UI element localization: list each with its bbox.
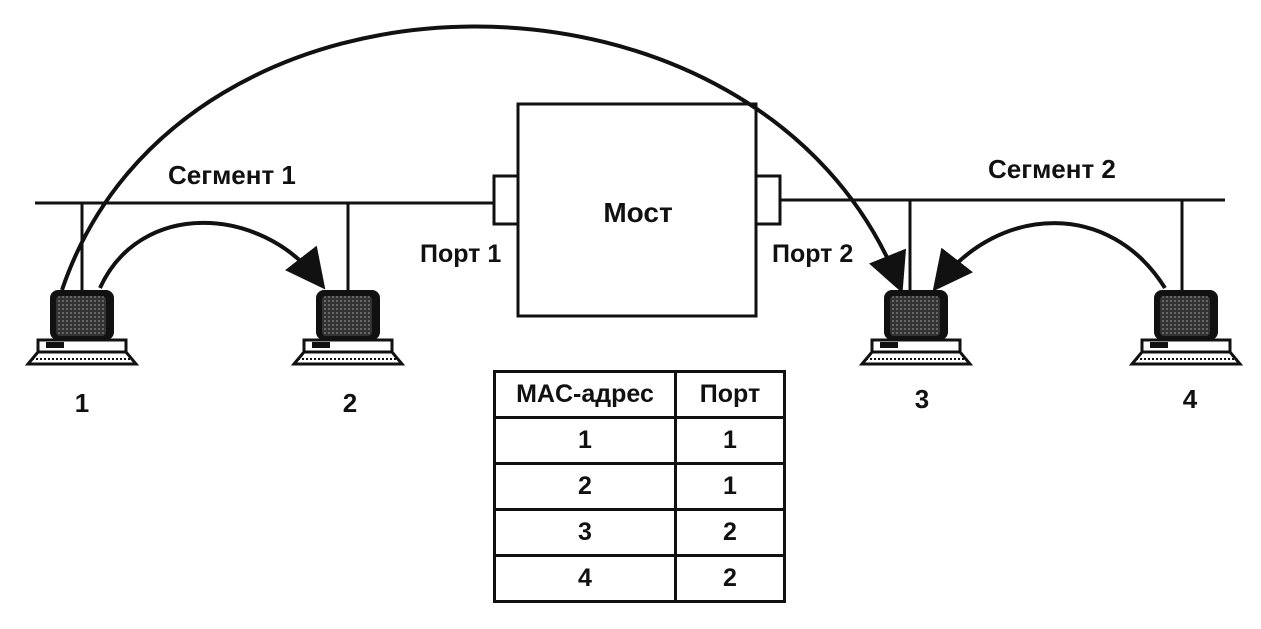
mac-address-table: MAC-адрес Порт 1 1 2 1 3 2 4 2 [493,370,786,603]
mac-cell: 4 [493,554,677,603]
table-row: 1 1 [493,416,786,465]
arrow-4-to-3 [932,221,1167,292]
bridge-label: Мост [603,197,672,228]
mac-cell: 3 [493,508,677,557]
bridge-box [516,102,758,318]
port2-connector [754,174,782,226]
port-cell: 2 [674,554,786,603]
arrow-1-to-3 [60,24,907,294]
station3-number: 3 [915,384,929,414]
mac-address-header: MAC-адрес [493,370,677,419]
port1-connector [492,174,520,226]
table-header-row: MAC-адрес Порт [493,370,786,419]
table-row: 3 2 [493,508,786,557]
port-cell: 2 [674,508,786,557]
table-row: 2 1 [493,462,786,511]
port-cell: 1 [674,462,786,511]
port2-label: Порт 2 [772,240,853,268]
station4-number: 4 [1183,384,1198,414]
station4-pc-icon [1130,288,1242,366]
station2-pc-icon [292,288,404,366]
mac-cell: 2 [493,462,677,511]
port-header: Порт [674,370,786,419]
arrow-1-to-2 [98,220,326,290]
port-cell: 1 [674,416,786,465]
station1-number: 1 [75,388,89,418]
table-row: 4 2 [493,554,786,603]
station2-number: 2 [343,388,357,418]
station1-pc-icon [26,288,138,366]
mac-cell: 1 [493,416,677,465]
port1-label: Порт 1 [420,240,501,268]
segment2-label: Сегмент 2 [988,154,1116,184]
segment1-label: Сегмент 1 [168,160,296,190]
station3-pc-icon [860,288,972,366]
